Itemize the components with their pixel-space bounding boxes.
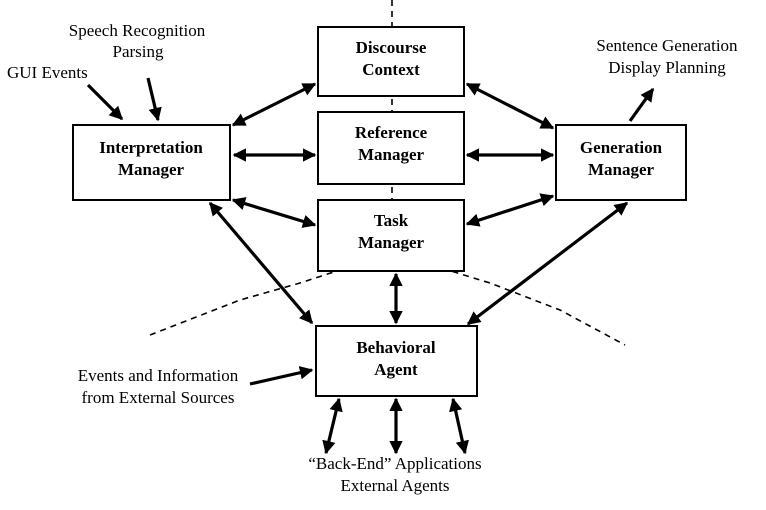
generation-manager-label-1: Generation bbox=[580, 138, 663, 157]
generation-manager-label-2: Manager bbox=[588, 160, 655, 179]
parsing-label: Parsing bbox=[113, 42, 165, 61]
arrow-sentence-out bbox=[628, 87, 655, 122]
arrow-discourse-generation bbox=[465, 82, 555, 130]
external-events-label: Events and Information bbox=[78, 366, 239, 385]
display-planning-label: Display Planning bbox=[608, 58, 726, 77]
behavioral-agent-label-1: Behavioral bbox=[356, 338, 436, 357]
interpretation-manager-box bbox=[72, 124, 231, 201]
discourse-context-label-1: Discourse bbox=[356, 38, 427, 57]
arrow-task-generation bbox=[465, 193, 555, 227]
reference-manager-box bbox=[317, 111, 465, 185]
arrow-interp-behavioral bbox=[208, 201, 314, 325]
arrow-external-in bbox=[249, 366, 314, 386]
sentence-generation-label: Sentence Generation bbox=[596, 36, 738, 55]
generation-manager-box bbox=[555, 124, 687, 201]
backend-applications-label: “Back-End” Applications bbox=[308, 454, 481, 473]
interpretation-manager-label-1: Interpretation bbox=[99, 138, 203, 157]
reference-manager-label-2: Manager bbox=[358, 145, 425, 164]
task-manager-label-2: Manager bbox=[358, 233, 425, 252]
discourse-context-label-2: Context bbox=[362, 60, 420, 79]
arrow-speech-in bbox=[146, 77, 162, 122]
arrow-backend-left bbox=[322, 397, 343, 455]
external-sources-label: from External Sources bbox=[82, 388, 235, 407]
discourse-context-box bbox=[317, 26, 465, 97]
behavioral-agent-box bbox=[315, 325, 478, 397]
speech-recognition-label: Speech Recognition bbox=[69, 21, 206, 40]
arrow-interp-task bbox=[231, 197, 317, 228]
arrow-backend-right bbox=[449, 397, 469, 455]
interpretation-manager-label-2: Manager bbox=[118, 160, 185, 179]
arrow-generation-behavioral bbox=[466, 201, 629, 326]
arrow-gui-in bbox=[86, 83, 124, 121]
task-manager-label-1: Task bbox=[374, 211, 409, 230]
reference-manager-label-1: Reference bbox=[355, 123, 428, 142]
behavioral-agent-label-2: Agent bbox=[374, 360, 418, 379]
external-agents-label: External Agents bbox=[340, 476, 449, 495]
arrow-interp-discourse bbox=[231, 82, 317, 127]
gui-events-label: GUI Events bbox=[7, 63, 88, 82]
task-manager-box bbox=[317, 199, 465, 272]
